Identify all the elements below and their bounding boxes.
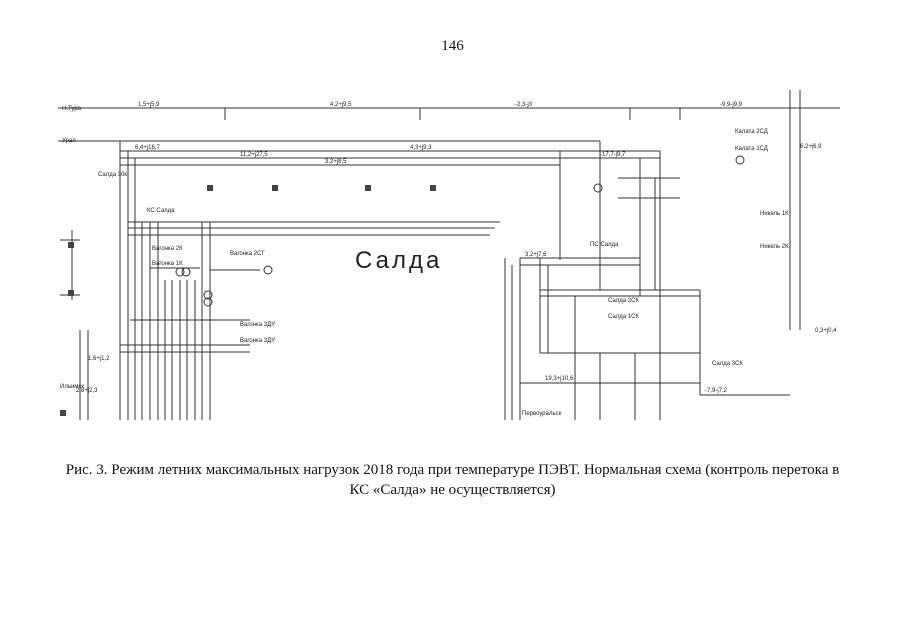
flow-label: 4,2+j9,5 [330,102,352,108]
figure-caption: Рис. 3. Режим летних максимальных нагруз… [40,460,865,500]
flow-label: 19,3+j10,6 [545,376,574,382]
label-pervouralsk: Первоуральск [522,411,562,417]
label-ps-salda-top: ПС Салда [590,242,619,248]
label-vagonka-3du2: Вагонка 3ДУ [240,338,275,344]
flow-label: 6,4+j16,7 [135,145,161,151]
label-nikel-2k: Никель 2К [760,244,789,250]
label-kalata-1cd: Калата 1СД [735,146,768,152]
flow-label: -9,9-j9,9 [720,102,743,108]
label-nizhnyaya-tura: Н.Тура [62,106,82,112]
flow-label: 11,2+j27,5 [240,152,268,158]
flow-label: 3,2+j8,5 [325,159,347,165]
label-salda-3ck: Салда 3СК [712,361,743,367]
flow-label: 2,8+j2,3 [76,388,98,394]
label-salda-30k: Салда 30к [98,172,127,178]
station-label: Салда [355,247,442,274]
label-nikel-1k: Никель 1К [760,211,789,217]
flow-label: -7,9-j7,2 [705,388,728,394]
flow-label: 1,6+j1,2 [88,356,110,362]
caption-line-1: Рис. 3. Режим летних максимальных нагруз… [65,462,840,478]
flow-label: 0,3+j0,4 [815,328,837,334]
label-salda-2ck: Салда 2СК [608,298,639,304]
label-vagonka-2cg: Вагонка 2СГ [230,251,265,257]
flow-label: 6,2+j6,9 [800,144,822,150]
flow-label: -2,3-j3 [515,102,533,108]
label-kc-salda: КС Салда [147,208,175,214]
label-vagonka-1ck: Вагонка 1К [152,261,183,267]
label-kalata-2cd: Калата 2СД [735,129,768,135]
label-vagonka-2k: Вагонка 2К [152,246,183,252]
page-number: 146 [441,38,464,54]
flow-label: -17,7-j9,7 [600,152,626,158]
label-ural: Урал [62,138,76,144]
label-vagonka-3du: Вагонка 3ДУ [240,322,275,328]
label-ilimsk: Ильимск [60,384,84,390]
label-salda-1ck: Салда 1СК [608,314,639,320]
flow-label: 3,2+j7,6 [525,252,547,258]
flow-label: 1,5+j5,9 [138,102,160,108]
caption-line-2: КС «Салда» не осуществляется) [349,482,556,498]
flow-label: 4,3+j9,3 [410,145,432,151]
